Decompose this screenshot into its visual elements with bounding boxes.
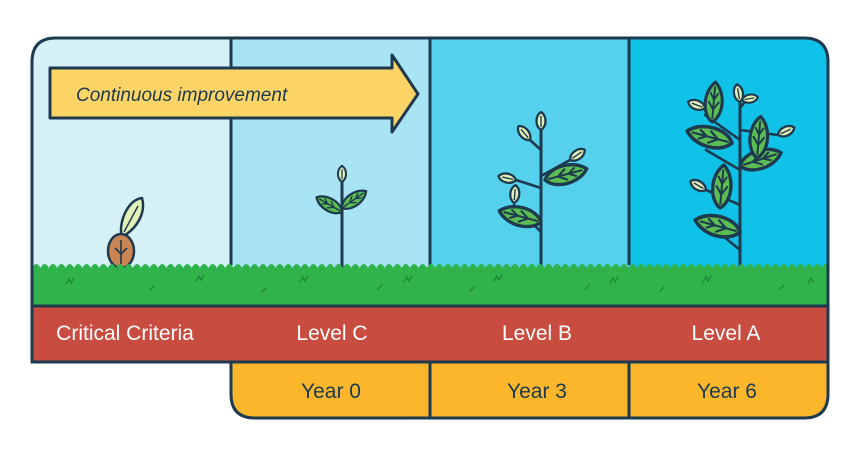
year-label-6: Year 6: [697, 380, 757, 403]
level-label-level-b: Level B: [502, 322, 572, 345]
young-plant-icon: [495, 110, 591, 285]
continuous-improvement-arrow: Continuous improvement: [48, 53, 420, 134]
level-label-critical-criteria: Critical Criteria: [56, 322, 194, 345]
grass-band: [32, 264, 831, 306]
year-label-0: Year 0: [301, 380, 361, 403]
level-label-level-a: Level A: [692, 322, 761, 345]
diagram-outline: [30, 36, 830, 306]
arrow-label: Continuous improvement: [76, 85, 288, 106]
year-label-3: Year 3: [507, 380, 567, 403]
level-bar: Critical Criteria Level C Level B Level …: [30, 304, 830, 364]
mature-plant-icon: [682, 79, 798, 285]
year-bar: Year 0 Year 3 Year 6: [229, 360, 830, 420]
panel-level-b: [430, 38, 629, 286]
level-label-level-c: Level C: [296, 322, 367, 345]
